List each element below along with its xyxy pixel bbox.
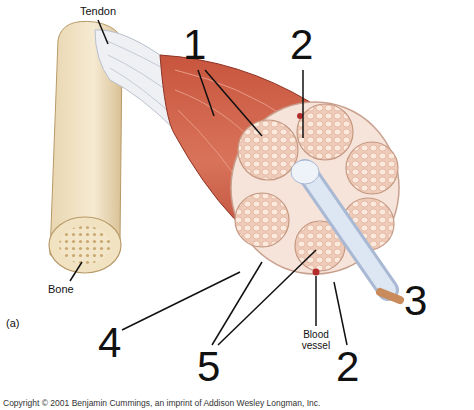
callout-number: 1: [183, 24, 206, 66]
blood-vessel: [313, 269, 320, 276]
callout-number: 3: [404, 280, 427, 322]
callout-number: 4: [98, 322, 121, 364]
bone-end: [49, 217, 121, 273]
part-label: Tendon: [80, 6, 116, 17]
leader-lines: [70, 20, 347, 345]
copyright-note: Copyright © 2001 Benjamin Cummings, an i…: [3, 399, 320, 408]
panel-letter: (a): [6, 318, 19, 329]
callout-number: 5: [197, 346, 220, 388]
callout-number: 2: [336, 346, 359, 388]
part-label: Blood vessel: [296, 329, 336, 351]
bone-marrow: [59, 226, 111, 264]
part-label: Bone: [48, 284, 74, 295]
callout-number: 2: [290, 24, 313, 66]
